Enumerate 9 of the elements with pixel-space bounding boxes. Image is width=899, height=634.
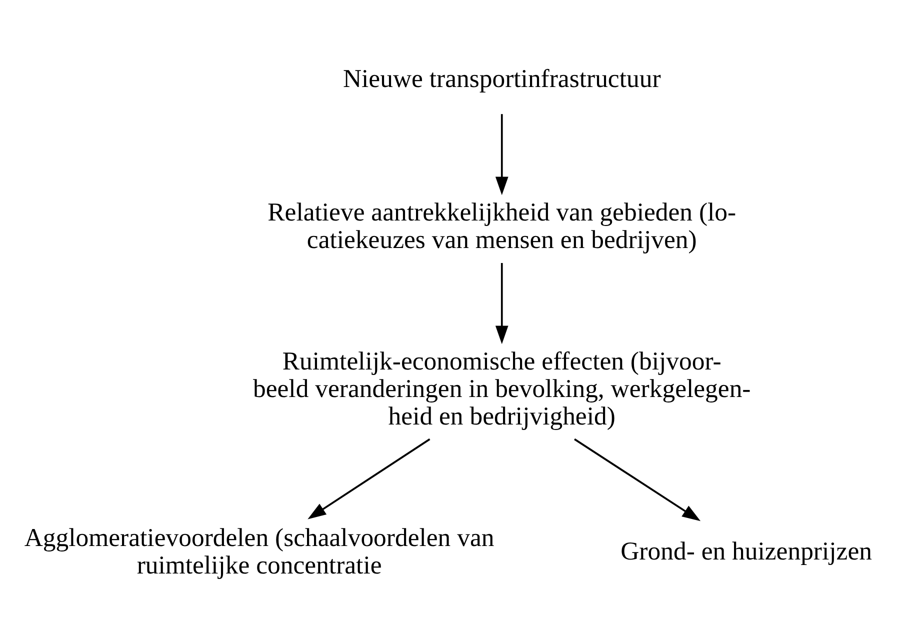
arrow bbox=[495, 114, 508, 195]
node-text: Grond- en huizenprijzen bbox=[620, 536, 872, 566]
arrow bbox=[495, 262, 508, 344]
node-text: Ruimtelijk-economische effecten (bijvoor- beeld veranderingen in bevolking, werkgelegen- heid en bedrijvigheid) bbox=[253, 346, 751, 430]
node-text: Agglomeratievoordelen (schaalvoordelen van ruimtelijke concentratie bbox=[24, 522, 494, 579]
node-text: Nieuwe transportinfrastructuur bbox=[342, 64, 661, 93]
node-text: Relatieve aantrekkelijkheid van gebieden (lo- catiekeuzes van mensen en bedrijven) bbox=[268, 196, 736, 254]
arrow bbox=[308, 438, 430, 519]
arrow bbox=[574, 438, 701, 521]
